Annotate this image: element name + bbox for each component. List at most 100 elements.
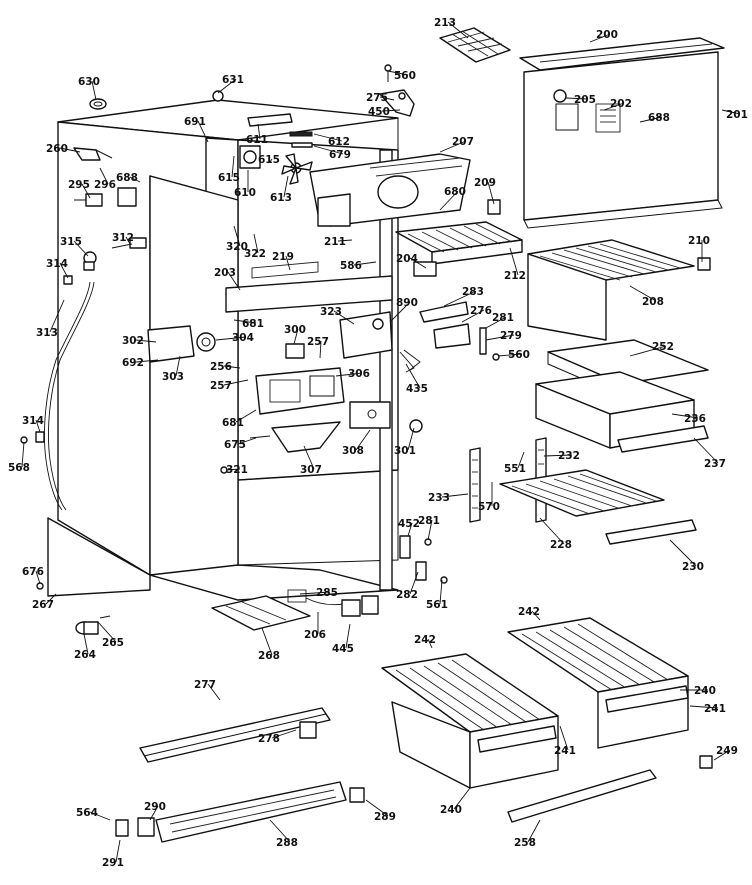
callout-452: 452 — [398, 518, 420, 537]
part-number-label: 258 — [514, 837, 536, 849]
bracket-611 — [247, 113, 293, 127]
leader-line — [443, 290, 477, 307]
relay-445 — [341, 595, 379, 617]
leader-line — [689, 705, 719, 709]
callout-615b: 615 — [258, 154, 280, 166]
callout-237: 237 — [693, 437, 726, 470]
callout-288: 288 — [269, 819, 298, 849]
leader-line — [197, 120, 209, 143]
leader-line — [485, 316, 507, 329]
part-number-label: 279 — [500, 330, 522, 342]
leader-line — [269, 158, 273, 163]
callout-213: 213 — [434, 17, 469, 39]
part-number-label: 630 — [78, 76, 100, 88]
leader-line — [73, 240, 89, 257]
callout-208: 208 — [629, 285, 664, 308]
evaporator-panel-201 — [523, 51, 723, 229]
part-number-label: 445 — [332, 643, 354, 655]
callout-312: 312 — [112, 232, 134, 245]
leader-line — [439, 140, 467, 153]
part-number-label: 291 — [102, 857, 124, 869]
leader-line — [225, 468, 241, 471]
door-stop-260 — [73, 147, 113, 161]
part-number-label: 204 — [396, 253, 418, 265]
bracket-283 — [419, 301, 469, 323]
leader-line — [453, 787, 471, 810]
part-number-label: 236 — [684, 413, 706, 425]
leader-line — [81, 183, 91, 199]
leader-line — [409, 257, 427, 269]
callout-630: 630 — [78, 76, 100, 101]
leader-line — [227, 271, 241, 291]
callout-209: 209 — [474, 177, 496, 205]
part-number-label: 201 — [726, 109, 748, 121]
leader-line — [313, 133, 343, 142]
callout-219: 219 — [272, 251, 294, 271]
callout-561: 561 — [426, 579, 448, 611]
callout-260: 260 — [46, 143, 81, 155]
callout-560b: 560 — [497, 349, 530, 361]
part-number-label: 209 — [474, 177, 496, 189]
leader-line — [313, 145, 344, 155]
crisper-right-drawer-240b — [597, 675, 689, 749]
part-number-label: 302 — [122, 335, 144, 347]
callout-242b: 242 — [518, 606, 541, 621]
part-number-label: 213 — [434, 17, 456, 29]
part-675 — [249, 435, 271, 439]
callout-681b: 681 — [222, 409, 257, 429]
callout-277: 277 — [194, 679, 221, 701]
part-number-label: 301 — [394, 445, 416, 457]
leader-line — [97, 621, 117, 643]
callout-282: 282 — [396, 571, 419, 601]
wiring-206 — [305, 597, 345, 606]
part-number-label: 676 — [22, 566, 44, 578]
part-number-label: 257 — [210, 380, 232, 392]
leader-line — [91, 80, 97, 101]
wire-shelf-208 — [527, 239, 695, 341]
callout-207: 207 — [439, 136, 474, 153]
leader-line — [427, 638, 433, 649]
leader-line — [559, 725, 569, 751]
part-number-label: 561 — [426, 599, 448, 611]
part-number-label: 313 — [36, 327, 58, 339]
leader-line — [355, 429, 371, 451]
drawer-front-237 — [617, 425, 709, 453]
part-number-label: 283 — [462, 286, 484, 298]
part-number-label: 285 — [316, 587, 338, 599]
leader-line — [299, 591, 331, 595]
leader-line — [337, 239, 353, 242]
leader-line — [261, 627, 273, 656]
cover-200 — [519, 37, 725, 71]
leader-line — [485, 334, 515, 341]
part-number-label: 675 — [224, 439, 246, 451]
leader-line — [497, 353, 523, 357]
leader-line — [285, 255, 291, 271]
callout-323: 323 — [320, 306, 355, 325]
plate-452 — [399, 535, 411, 559]
switch-296 — [117, 187, 137, 207]
callout-278: 278 — [258, 729, 297, 745]
leader-line — [223, 365, 241, 369]
roller-264 — [75, 621, 99, 635]
callout-586: 586 — [340, 260, 377, 272]
freezer-shelf-212 — [395, 221, 523, 265]
leader-line — [129, 176, 141, 183]
screw-560 — [384, 64, 392, 82]
callout-281: 281 — [485, 312, 514, 329]
callout-679: 679 — [313, 145, 351, 161]
part-number-label: 450 — [368, 106, 390, 118]
leader-line — [271, 729, 297, 739]
callout-688: 688 — [639, 112, 670, 124]
part-number-label: 211 — [324, 236, 346, 248]
callout-564: 564 — [76, 807, 111, 821]
part-number-label: 202 — [610, 98, 632, 110]
hinge-275 — [379, 89, 415, 117]
grommet-630 — [89, 98, 107, 110]
callout-289: 289 — [365, 799, 396, 823]
leader-line — [237, 437, 257, 445]
callout-320: 320 — [226, 225, 248, 253]
part-number-label: 242 — [414, 634, 436, 646]
leader-line — [427, 519, 433, 541]
callout-268: 268 — [258, 627, 280, 662]
